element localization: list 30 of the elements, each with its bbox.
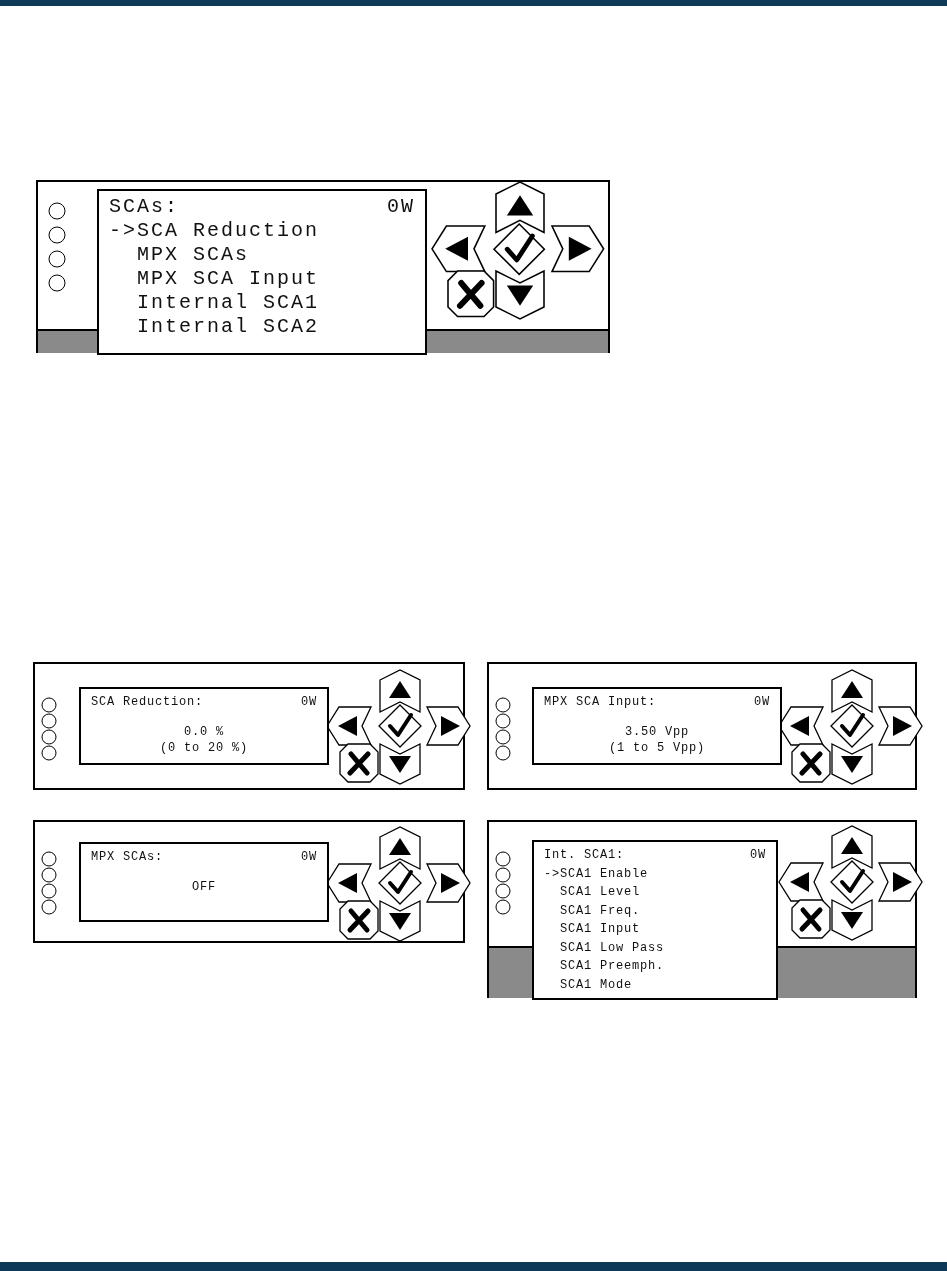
menu-item: Internal SCA2 <box>137 315 320 339</box>
screen-heading: SCA Reduction: <box>91 694 204 711</box>
power-reading: 0W <box>750 847 766 864</box>
value-text: OFF <box>191 879 217 896</box>
lcd-screen <box>97 189 427 355</box>
menu-item: SCA1 Mode <box>560 976 632 994</box>
screen-heading: SCAs: <box>109 195 179 219</box>
menu-item: SCA1 Freq. <box>560 902 640 920</box>
value-text: (1 to 5 Vpp) <box>608 740 706 757</box>
screen-heading: Int. SCA1: <box>544 847 624 864</box>
menu-item: SCA1 Low Pass <box>560 939 664 957</box>
menu-item: Internal SCA1 <box>137 291 320 315</box>
power-reading: 0W <box>387 195 415 219</box>
value-text: (0 to 20 %) <box>159 740 249 757</box>
value-text: 3.50 Vpp <box>624 724 690 741</box>
value-text: 0.0 % <box>183 724 225 741</box>
power-reading: 0W <box>754 694 770 711</box>
menu-item: ->SCA Reduction <box>109 219 320 243</box>
menu-item: MPX SCA Input <box>137 267 320 291</box>
menu-item: ->SCA1 Enable <box>544 865 648 883</box>
menu-item: SCA1 Level <box>560 884 640 901</box>
screen-heading: MPX SCA Input: <box>544 694 657 711</box>
power-reading: 0W <box>301 694 317 711</box>
menu-item: SCA1 Preemph. <box>560 958 664 975</box>
lcd-screen <box>532 840 778 1000</box>
power-reading: 0W <box>301 849 317 866</box>
control-panel <box>36 180 610 353</box>
screen-heading: MPX SCAs: <box>91 849 163 866</box>
menu-item: MPX SCAs <box>137 243 249 267</box>
menu-item: SCA1 Input <box>560 921 640 938</box>
